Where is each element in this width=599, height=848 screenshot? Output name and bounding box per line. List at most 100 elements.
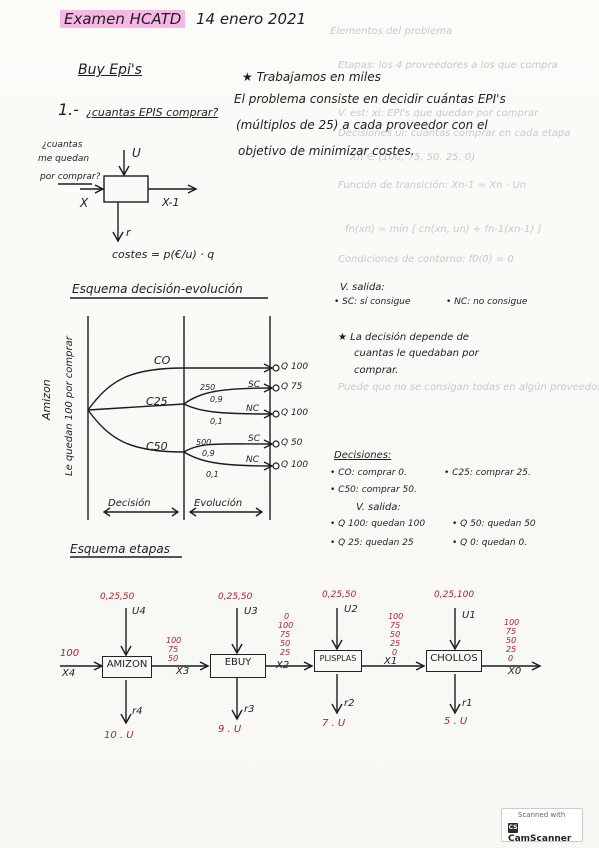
stage-u: U4 (132, 606, 146, 617)
block-x: X (80, 196, 89, 210)
vsalida-item: • NC: no consigue (446, 297, 528, 307)
tree-outcome: Q 100 (281, 362, 309, 372)
tree-outcome: Q 100 (281, 408, 309, 418)
scanner-brand: CS CamScanner (508, 823, 582, 844)
bleed-line: Elementos del problema (330, 26, 453, 37)
stage-box-amizon: AMIZON (102, 656, 152, 678)
tree-side-a: Amizon (40, 379, 53, 420)
exam-title: Examen HCATD (60, 10, 186, 28)
vsalida2-item: • Q 100: quedan 100 (330, 519, 426, 529)
stage-cost: 5 . U (444, 716, 468, 727)
vsalida2-text: Q 25: quedan 25 (338, 538, 414, 548)
tree-label: SC (248, 380, 260, 390)
stage-cost: 7 . U (322, 718, 346, 729)
stack-value: 100 (388, 612, 404, 621)
note-line: El problema consiste en decidir cuántas … (234, 92, 506, 106)
stage-options: 0,25,50 (322, 590, 357, 600)
tree-outcome: Q 75 (281, 382, 303, 392)
bleed-line: Condiciones de contorno: f0(0) = 0 (338, 254, 514, 265)
question-text: ¿cuantas EPIS comprar? (86, 106, 219, 119)
scanner-caption: Scanned with (518, 811, 566, 819)
tree-label: 500 (196, 438, 212, 447)
bleed-line: Decisiones ui: cuántas comprar en cada e… (338, 128, 571, 139)
star-note-text: La decisión depende de (350, 332, 469, 343)
stage-block (103, 175, 149, 203)
stack-value: 0 (284, 612, 290, 621)
question-number: 1.- (58, 100, 80, 119)
stage-r: r2 (344, 698, 355, 709)
stack-value: 75 (280, 630, 291, 639)
tree-footer-left: Decisión (108, 498, 151, 509)
tree-label: 250 (200, 383, 216, 392)
note-line: (múltiplos de 25) a cada proveedor con e… (236, 118, 488, 132)
section-title: Buy Epi's (78, 62, 142, 78)
stage-cost: 9 . U (218, 724, 242, 735)
stack-value: 100 (504, 618, 520, 627)
exam-date: 14 enero 2021 (196, 10, 307, 28)
block-label: me quedan (38, 154, 90, 164)
stage-x1: X1 (384, 656, 398, 667)
stage-options: 0,25,100 (434, 590, 475, 600)
tree-label: NC (246, 404, 260, 414)
stage-x0: X0 (508, 666, 522, 677)
vsalida2-text: Q 50: quedan 50 (460, 519, 536, 529)
tree-label: 0,1 (206, 470, 219, 479)
stack-value: 0 (508, 654, 514, 663)
tree-title: Esquema decisión-evolución (72, 282, 243, 296)
block-u: U (132, 146, 141, 160)
vsalida2-title: V. salida: (356, 502, 401, 513)
decision-co: CO (154, 354, 171, 367)
stack-value: 25 (506, 645, 517, 654)
stack-value: 100 (278, 621, 294, 630)
vsalida2-item: • Q 0: quedan 0. (452, 538, 528, 548)
stage-u: U1 (462, 610, 476, 621)
tree-outcome: Q 50 (281, 438, 303, 448)
camscanner-logo-icon: CS (508, 823, 518, 833)
vsalida2-text: Q 100: quedan 100 (338, 519, 426, 529)
etapas-title: Esquema etapas (70, 542, 170, 556)
block-label: ¿cuantas (42, 140, 83, 150)
stage-u: U2 (344, 604, 358, 615)
title-highlight: Examen HCATD (60, 10, 186, 28)
stack-value: 0 (392, 648, 398, 657)
tree-label: 0,1 (210, 417, 223, 426)
stage-x3: X3 (176, 666, 190, 677)
bleed-line: Puede que no se consigan todas en algún … (338, 382, 599, 393)
vsalida-text: NC: no consigue (454, 297, 528, 307)
bleed-line: fn(xn) = mín [ cn(xn, un) + fn-1(xn-1) ] (345, 224, 542, 235)
block-x-out: X-1 (162, 196, 180, 209)
decision-c25: C25 (146, 395, 168, 408)
stage-box-ebuy: EBUY (210, 654, 266, 678)
decision-text: C50: comprar 50. (338, 485, 417, 495)
note-star-text: Trabajamos en miles (256, 70, 381, 84)
stack-value: 75 (390, 621, 401, 630)
stack-value: 75 (168, 645, 179, 654)
stage-options: 0,25,50 (100, 592, 135, 602)
stack-value: 50 (168, 654, 179, 663)
input-value: 100 (60, 648, 80, 659)
stack-value: 25 (390, 639, 401, 648)
tree-outcome: Q 100 (281, 460, 309, 470)
tree-side-b: Le quedan 100 por comprar (64, 336, 75, 476)
decision-text: CO: comprar 0. (338, 468, 407, 478)
decisiones-title: Decisiones: (334, 450, 392, 461)
decision-item: • CO: comprar 0. (330, 468, 407, 478)
stack-value: 50 (280, 639, 291, 648)
vsalida2-text: Q 0: quedan 0. (460, 538, 528, 548)
stage-options: 0,25,50 (218, 592, 253, 602)
tree-label: NC (246, 455, 260, 465)
stage-r: r3 (244, 704, 255, 715)
bleed-line: Función de transición: Xn-1 = Xn - Un (338, 180, 527, 191)
bleed-line: V. est: xi: EPI's que quedan por comprar (338, 108, 539, 119)
camscanner-badge: Scanned with CS CamScanner (501, 808, 583, 844)
stage-cost: 10 . U (104, 730, 134, 741)
stage-r: r4 (132, 706, 143, 717)
tree-label: 0,9 (210, 395, 223, 404)
vsalida-title: V. salida: (340, 282, 385, 293)
stack-value: 25 (280, 648, 291, 657)
decision-c50: C50 (146, 440, 168, 453)
star-icon: ★ (338, 332, 347, 343)
note-line: objetivo de minimizar costes. (238, 144, 415, 158)
tree-footer-right: Evolución (194, 498, 243, 509)
